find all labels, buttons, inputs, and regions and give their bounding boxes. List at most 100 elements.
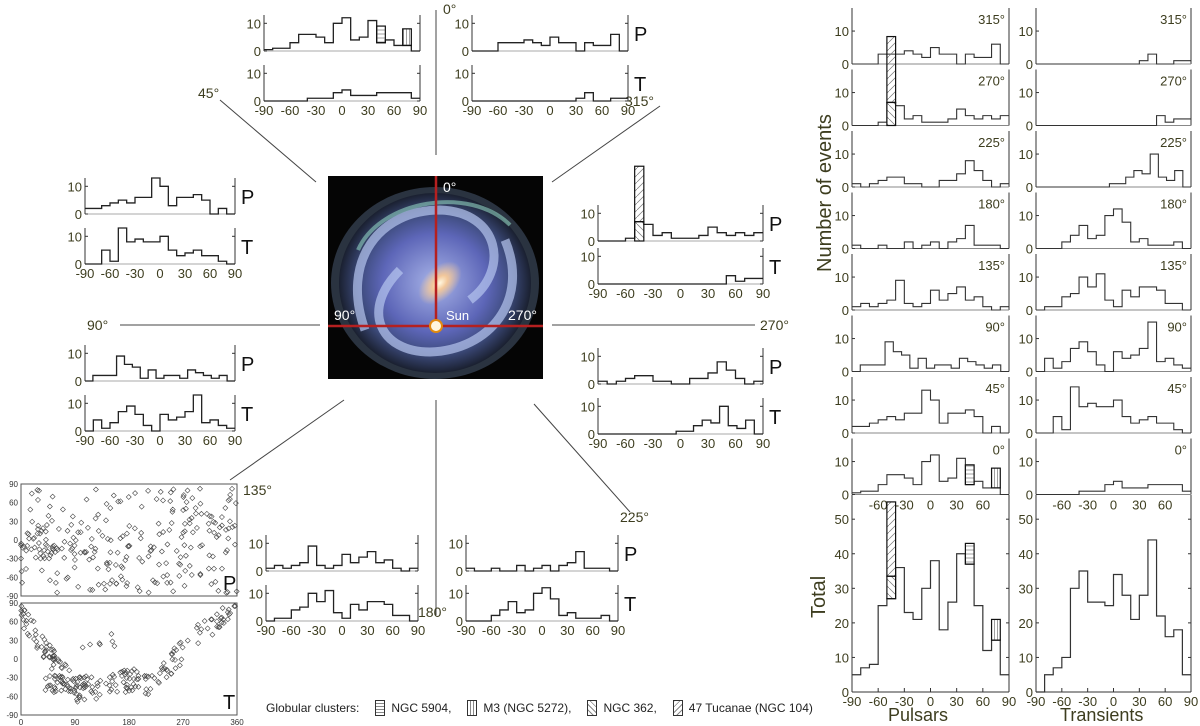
- svg-text:30: 30: [1132, 498, 1146, 513]
- svg-text:0: 0: [842, 57, 849, 72]
- svg-text:10: 10: [455, 66, 469, 81]
- svg-text:90: 90: [71, 718, 80, 726]
- svg-text:-60: -60: [101, 433, 120, 448]
- svg-text:360: 360: [230, 718, 244, 726]
- svg-text:45°: 45°: [985, 381, 1005, 396]
- galaxy-image: 0° 90° 270° Sun: [328, 176, 543, 379]
- svg-text:-60: -60: [489, 103, 508, 118]
- svg-text:-90: -90: [589, 436, 608, 451]
- svg-text:10: 10: [835, 650, 849, 665]
- svg-text:10: 10: [249, 536, 263, 551]
- legend-item-47tuc: 47 Tucanae (NGC 104): [688, 701, 813, 715]
- svg-text:0: 0: [456, 564, 463, 579]
- svg-text:135°: 135°: [978, 258, 1005, 273]
- label-270deg: 270°: [760, 317, 789, 333]
- galaxy-label-sun: Sun: [446, 308, 469, 323]
- svg-text:60: 60: [203, 433, 217, 448]
- galaxy-label-90: 90°: [334, 307, 355, 323]
- svg-text:-90: -90: [1027, 694, 1046, 709]
- svg-text:0: 0: [842, 119, 849, 134]
- svg-text:0: 0: [1026, 685, 1033, 700]
- svg-text:90: 90: [228, 433, 242, 448]
- svg-text:P: P: [223, 573, 236, 595]
- svg-text:30: 30: [1019, 581, 1033, 596]
- legend-item-m3: M3 (NGC 5272),: [483, 701, 572, 715]
- svg-text:0: 0: [338, 623, 345, 638]
- legend-title: Globular clusters:: [266, 701, 360, 715]
- svg-text:270°: 270°: [978, 74, 1005, 89]
- x-axis-title-transients: Transients: [1060, 705, 1144, 725]
- label-90deg: 90°: [87, 317, 108, 333]
- svg-text:50: 50: [835, 512, 849, 527]
- svg-text:60: 60: [1158, 694, 1172, 709]
- svg-text:50: 50: [1019, 512, 1033, 527]
- svg-text:10: 10: [835, 86, 849, 101]
- svg-text:-30: -30: [126, 266, 145, 281]
- svg-text:10: 10: [1019, 332, 1033, 347]
- svg-text:-60: -60: [282, 623, 301, 638]
- svg-text:0: 0: [14, 536, 19, 545]
- svg-text:10: 10: [835, 332, 849, 347]
- svg-text:90: 90: [9, 480, 18, 489]
- svg-text:90: 90: [611, 623, 625, 638]
- svg-text:-60: -60: [281, 103, 300, 118]
- svg-text:30: 30: [178, 433, 192, 448]
- svg-text:10: 10: [1019, 86, 1033, 101]
- svg-text:P: P: [769, 214, 782, 236]
- svg-text:45°: 45°: [1167, 381, 1187, 396]
- svg-text:0: 0: [538, 623, 545, 638]
- svg-text:0: 0: [588, 427, 595, 442]
- svg-text:0: 0: [842, 488, 849, 503]
- svg-text:270: 270: [176, 718, 190, 726]
- svg-text:10: 10: [449, 586, 463, 601]
- svg-text:225°: 225°: [1160, 135, 1187, 150]
- svg-text:10: 10: [581, 349, 595, 364]
- direction-lines: [120, 10, 755, 615]
- svg-text:0: 0: [588, 377, 595, 392]
- svg-text:-30: -30: [126, 433, 145, 448]
- svg-text:90: 90: [9, 599, 18, 608]
- svg-text:-60: -60: [6, 573, 18, 582]
- svg-text:30: 30: [360, 623, 374, 638]
- svg-text:10: 10: [835, 455, 849, 470]
- svg-text:0: 0: [1026, 57, 1033, 72]
- svg-text:60: 60: [976, 694, 990, 709]
- svg-text:0: 0: [19, 718, 24, 726]
- label-180deg: 180°: [418, 604, 447, 620]
- svg-text:30: 30: [569, 103, 583, 118]
- svg-text:60: 60: [9, 618, 18, 627]
- svg-text:0: 0: [156, 433, 163, 448]
- svg-text:-30: -30: [6, 555, 18, 564]
- svg-text:0: 0: [842, 180, 849, 195]
- svg-text:-30: -30: [1078, 498, 1097, 513]
- svg-text:-60: -60: [869, 498, 888, 513]
- svg-text:0: 0: [842, 242, 849, 257]
- svg-text:180°: 180°: [1160, 197, 1187, 212]
- svg-text:60: 60: [385, 623, 399, 638]
- svg-text:10: 10: [449, 536, 463, 551]
- svg-text:0: 0: [1110, 694, 1117, 709]
- right-column-histograms: 010315°010315°010270°010270°010225°01022…: [835, 8, 1198, 709]
- svg-text:0: 0: [677, 286, 684, 301]
- svg-text:0: 0: [156, 266, 163, 281]
- svg-text:60: 60: [976, 498, 990, 513]
- label-315deg: 315°: [625, 93, 654, 109]
- galaxy-label-0: 0°: [443, 179, 456, 195]
- svg-text:0: 0: [254, 94, 261, 109]
- svg-text:10: 10: [835, 393, 849, 408]
- svg-text:0°: 0°: [993, 443, 1005, 458]
- svg-text:30: 30: [949, 498, 963, 513]
- svg-text:-30: -30: [644, 436, 663, 451]
- svg-text:30: 30: [1132, 694, 1146, 709]
